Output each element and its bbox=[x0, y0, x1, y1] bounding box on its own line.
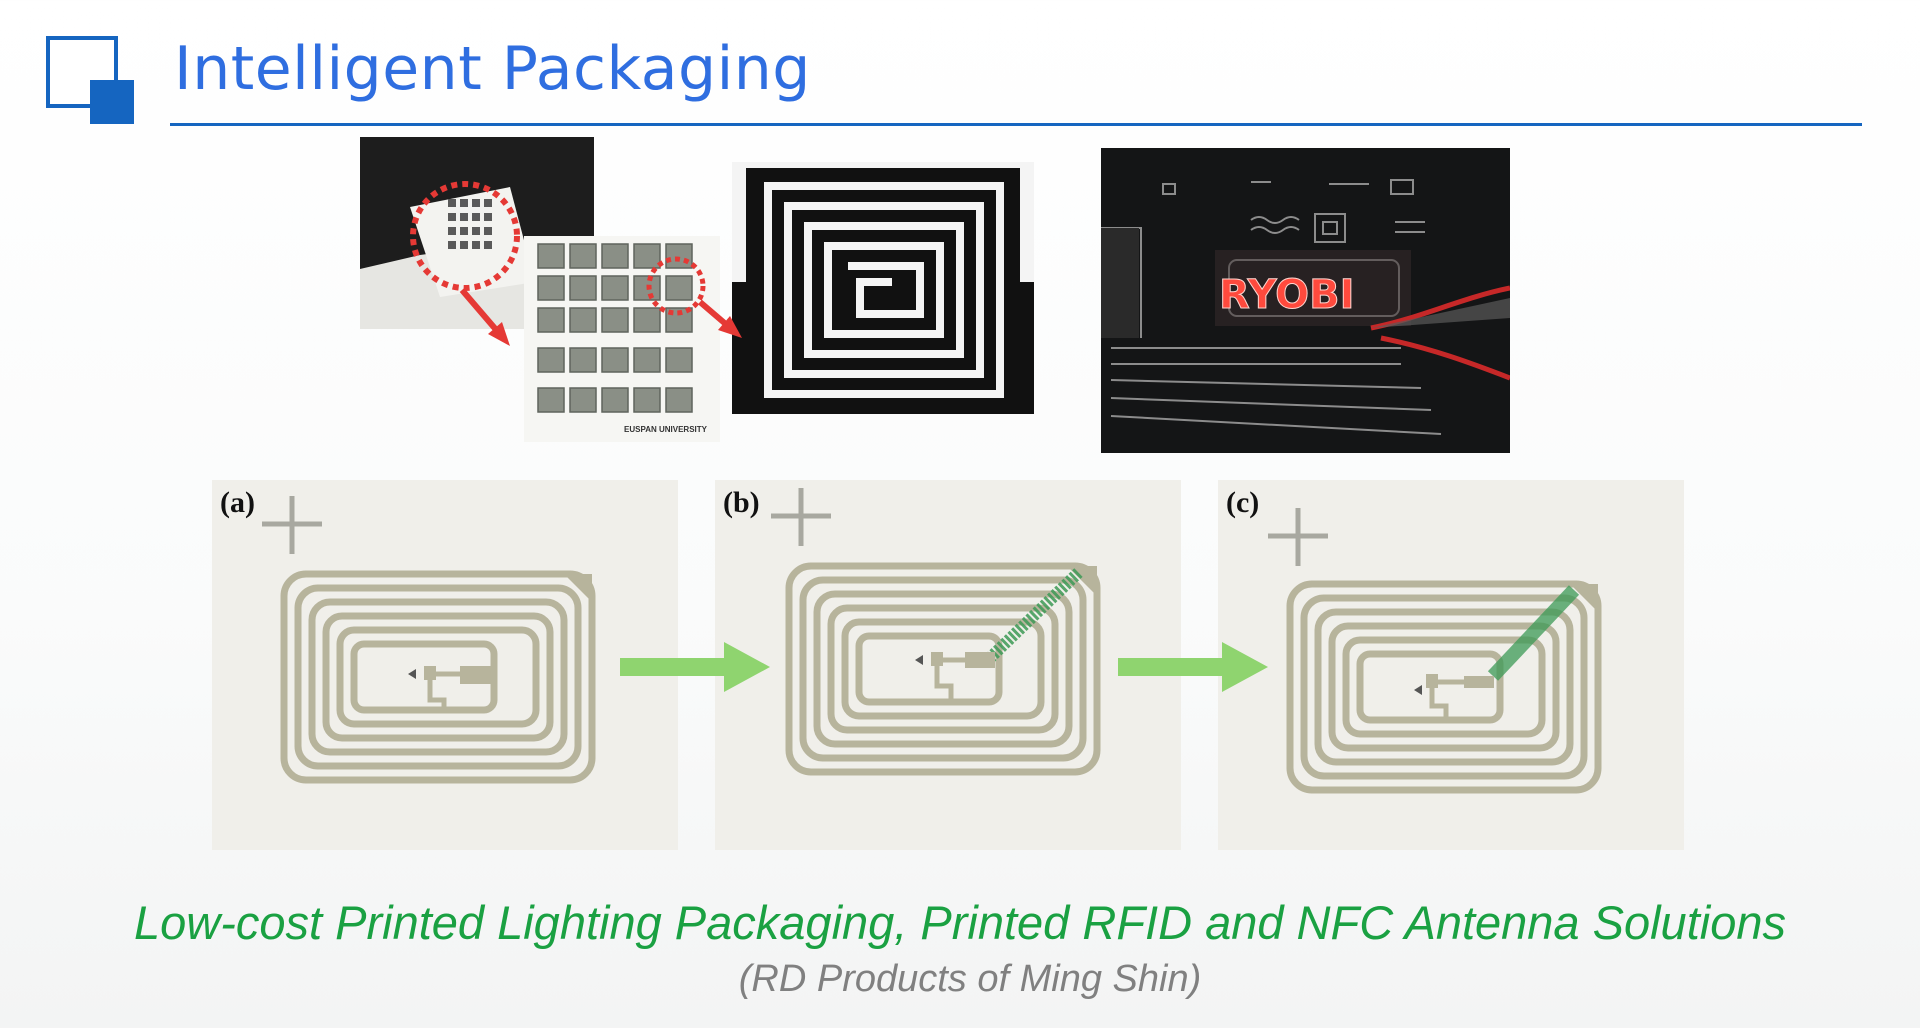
sheet-label: EUSPAN UNIVERSITY bbox=[624, 425, 708, 434]
photo-spiral-coil bbox=[732, 162, 1034, 414]
slide-credit: (RD Products of Ming Shin) bbox=[738, 958, 1202, 1000]
highlight-circle-tag bbox=[646, 256, 706, 316]
panel-label: (c) bbox=[1226, 486, 1260, 519]
highlight-circle-sheet bbox=[410, 181, 520, 291]
panel-label: (b) bbox=[723, 486, 760, 519]
panel-label: (a) bbox=[220, 486, 255, 519]
red-arrow-1 bbox=[488, 322, 510, 346]
logo-icon bbox=[46, 36, 136, 126]
title-underline bbox=[170, 123, 1862, 126]
rfid-panel-a: (a) bbox=[212, 480, 678, 850]
led-text: RYOBI bbox=[1219, 272, 1355, 318]
red-arrow-2 bbox=[718, 316, 742, 338]
photo-led-packaging: RYOBI bbox=[1101, 148, 1510, 453]
rfid-panel-c: (c) bbox=[1218, 480, 1684, 850]
green-arrow-b-to-c bbox=[1118, 642, 1268, 692]
page-title: Intelligent Packaging bbox=[174, 34, 811, 104]
slide-caption: Low-cost Printed Lighting Packaging, Pri… bbox=[134, 896, 1786, 949]
photo-tag-array: EUSPAN UNIVERSITY bbox=[524, 236, 720, 442]
rfid-panel-b: (b) bbox=[715, 480, 1181, 850]
green-arrow-a-to-b bbox=[620, 642, 770, 692]
